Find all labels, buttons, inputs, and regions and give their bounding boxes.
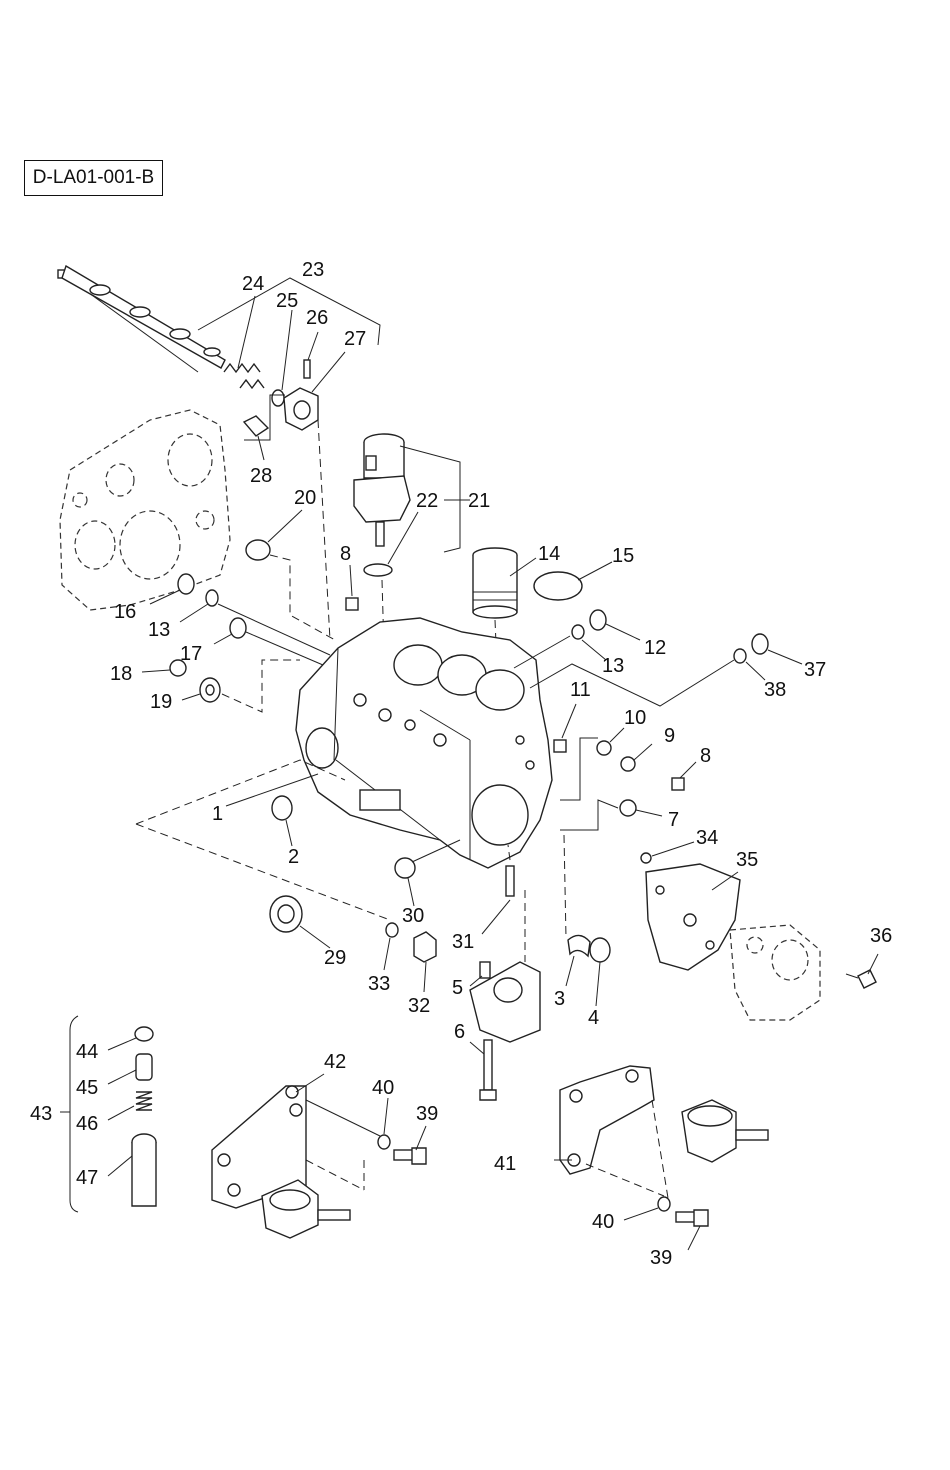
plug-10 bbox=[597, 728, 624, 755]
callout-4: 4 bbox=[588, 1007, 599, 1029]
callout-30: 30 bbox=[402, 905, 424, 927]
o-ring-15 bbox=[534, 562, 612, 600]
washer-33 bbox=[384, 923, 398, 970]
callout-19: 19 bbox=[150, 691, 172, 713]
callout-29: 29 bbox=[324, 947, 346, 969]
callout-9: 9 bbox=[664, 725, 675, 747]
callout-31: 31 bbox=[452, 931, 474, 953]
callout-22: 22 bbox=[416, 490, 438, 512]
callout-13-right: 13 bbox=[602, 655, 624, 677]
plug-37 bbox=[752, 634, 802, 664]
callout-15: 15 bbox=[612, 545, 634, 567]
cylinder-block bbox=[296, 618, 552, 868]
callout-12: 12 bbox=[644, 637, 666, 659]
callout-6: 6 bbox=[454, 1021, 465, 1043]
plug-7 bbox=[560, 800, 662, 830]
callout-16: 16 bbox=[114, 601, 136, 623]
plug-34 bbox=[641, 842, 694, 863]
callout-40-right: 40 bbox=[592, 1211, 614, 1233]
callout-47: 47 bbox=[76, 1167, 98, 1189]
seal-30 bbox=[395, 840, 460, 906]
callout-35: 35 bbox=[736, 849, 758, 871]
bolt-6 bbox=[470, 1040, 496, 1100]
callout-8-top: 8 bbox=[340, 543, 351, 565]
callout-26: 26 bbox=[306, 307, 328, 329]
rear-plate-35 bbox=[646, 864, 740, 970]
callout-17: 17 bbox=[180, 643, 202, 665]
callout-40-left: 40 bbox=[372, 1077, 394, 1099]
callout-37: 37 bbox=[804, 659, 826, 681]
bearing-3 bbox=[564, 835, 590, 986]
plug-9 bbox=[621, 744, 652, 771]
engine-mount-bracket-41 bbox=[554, 1066, 768, 1198]
washer-40-right bbox=[624, 1197, 670, 1220]
spring-46 bbox=[108, 1092, 152, 1120]
washer-19 bbox=[182, 660, 300, 712]
engine-mount-bracket-42 bbox=[212, 1074, 380, 1238]
callout-8-right: 8 bbox=[700, 745, 711, 767]
plug-12 bbox=[590, 610, 640, 640]
callout-34: 34 bbox=[696, 827, 718, 849]
bolt-36 bbox=[846, 954, 878, 988]
oil-pump-housing bbox=[730, 925, 820, 1020]
bolt-39-right bbox=[676, 1210, 708, 1250]
callout-21: 21 bbox=[468, 490, 490, 512]
plug-11 bbox=[554, 704, 576, 752]
oil-seal-29 bbox=[270, 896, 330, 948]
rod-45 bbox=[108, 1054, 152, 1084]
main-bearing-case-5 bbox=[470, 890, 540, 1042]
callout-44: 44 bbox=[76, 1041, 98, 1063]
callout-45: 45 bbox=[76, 1077, 98, 1099]
callout-43: 43 bbox=[30, 1103, 52, 1125]
callout-2: 2 bbox=[288, 846, 299, 868]
callout-39-left: 39 bbox=[416, 1103, 438, 1125]
callout-13-left: 13 bbox=[148, 619, 170, 641]
callout-3: 3 bbox=[554, 988, 565, 1010]
seal-2 bbox=[272, 796, 292, 846]
callout-7: 7 bbox=[668, 809, 679, 831]
camshaft-assembly bbox=[58, 266, 380, 372]
callout-25: 25 bbox=[276, 290, 298, 312]
fuel-pump-21 bbox=[354, 434, 470, 552]
tappet-47 bbox=[108, 1134, 156, 1206]
callout-18: 18 bbox=[110, 663, 132, 685]
callout-24: 24 bbox=[242, 273, 264, 295]
cap-44 bbox=[108, 1027, 153, 1050]
o-ring-25 bbox=[272, 310, 292, 406]
plug-8-top bbox=[346, 565, 358, 610]
pin-26 bbox=[304, 332, 318, 378]
callout-5: 5 bbox=[452, 977, 463, 999]
drain-plug-32 bbox=[414, 932, 436, 992]
washer-13-left bbox=[180, 590, 330, 655]
callout-42: 42 bbox=[324, 1051, 346, 1073]
gear-case-cover bbox=[60, 410, 230, 610]
plug-20 bbox=[246, 510, 335, 640]
callout-33: 33 bbox=[368, 973, 390, 995]
bearing-4 bbox=[590, 938, 610, 1006]
callout-28: 28 bbox=[250, 465, 272, 487]
callout-20: 20 bbox=[294, 487, 316, 509]
bolt-39-left bbox=[394, 1126, 426, 1164]
washer-40-left bbox=[378, 1098, 390, 1149]
callout-14: 14 bbox=[538, 543, 560, 565]
callout-10: 10 bbox=[624, 707, 646, 729]
callout-32: 32 bbox=[408, 995, 430, 1017]
callout-1: 1 bbox=[212, 803, 223, 825]
callout-41: 41 bbox=[494, 1153, 516, 1175]
callout-23: 23 bbox=[302, 259, 324, 281]
callout-38: 38 bbox=[764, 679, 786, 701]
callout-27: 27 bbox=[344, 328, 366, 350]
callout-46: 46 bbox=[76, 1113, 98, 1135]
callout-36: 36 bbox=[870, 925, 892, 947]
governor-spring-24 bbox=[224, 296, 264, 388]
callout-39-right: 39 bbox=[650, 1247, 672, 1269]
callout-11: 11 bbox=[570, 679, 591, 701]
